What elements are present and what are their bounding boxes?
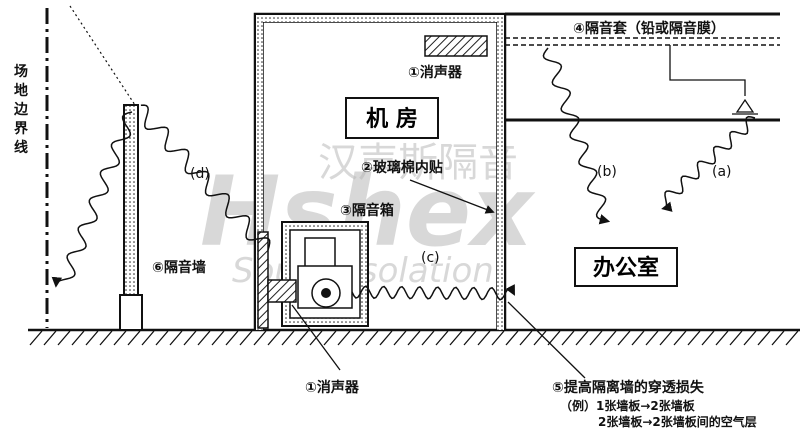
diffraction-line	[69, 5, 136, 106]
sound-path-c	[351, 284, 515, 301]
office-box	[574, 247, 678, 287]
machine-room-box	[345, 97, 439, 139]
machine-room-building	[253, 12, 507, 330]
bottom-silencer-label: ①消声器	[305, 379, 360, 396]
machine-room-label: 机 房	[366, 106, 418, 132]
office-structure	[505, 12, 780, 122]
barrier-wall	[119, 104, 143, 331]
sound-box	[281, 221, 369, 327]
svg-text:场: 场	[14, 64, 28, 80]
improve-title: ⑤提高隔离墙的穿透损失	[552, 379, 705, 396]
improve-example-2: 2张墙板→2张墙板间的空气层	[598, 414, 757, 429]
watermark-cn: 汉声斯隔音	[318, 140, 518, 186]
boundary-label: 场 地 边 界 线	[13, 64, 29, 156]
ground	[28, 328, 800, 346]
office-label: 办公室	[593, 255, 659, 281]
sound-path-a	[661, 115, 756, 212]
svg-text:边: 边	[13, 102, 29, 118]
sound-path-d	[140, 104, 271, 251]
bottom-silencer-leader	[291, 304, 341, 371]
path-c-label: (c)	[421, 250, 440, 266]
sleeve-label: ④隔音套（铅或隔音膜）	[573, 20, 725, 37]
svg-text:地: 地	[14, 82, 28, 99]
path-d-label: (d)	[190, 166, 210, 182]
glass-wool-label: ②玻璃棉内贴	[361, 159, 443, 176]
path-b-label: (b)	[597, 164, 617, 180]
top-silencer-label: ①消声器	[408, 64, 463, 81]
sound-path-b	[542, 47, 611, 225]
sound-box-label: ③隔音箱	[340, 202, 394, 219]
svg-text:线: 线	[14, 139, 28, 156]
inner-partition	[257, 231, 269, 329]
improve-leader	[507, 301, 586, 379]
barrier-wall-label: ⑥隔音墙	[152, 259, 206, 276]
improve-example-1: （例）1张墙板→2张墙板	[560, 398, 696, 413]
svg-text:界: 界	[14, 121, 29, 137]
glass-wool-arrow	[409, 179, 495, 214]
path-a-label: (a)	[712, 164, 732, 180]
bottom-silencer	[267, 279, 297, 303]
sound-paths	[51, 47, 756, 301]
sound-path-d-back	[51, 111, 133, 288]
top-silencer	[424, 35, 488, 57]
